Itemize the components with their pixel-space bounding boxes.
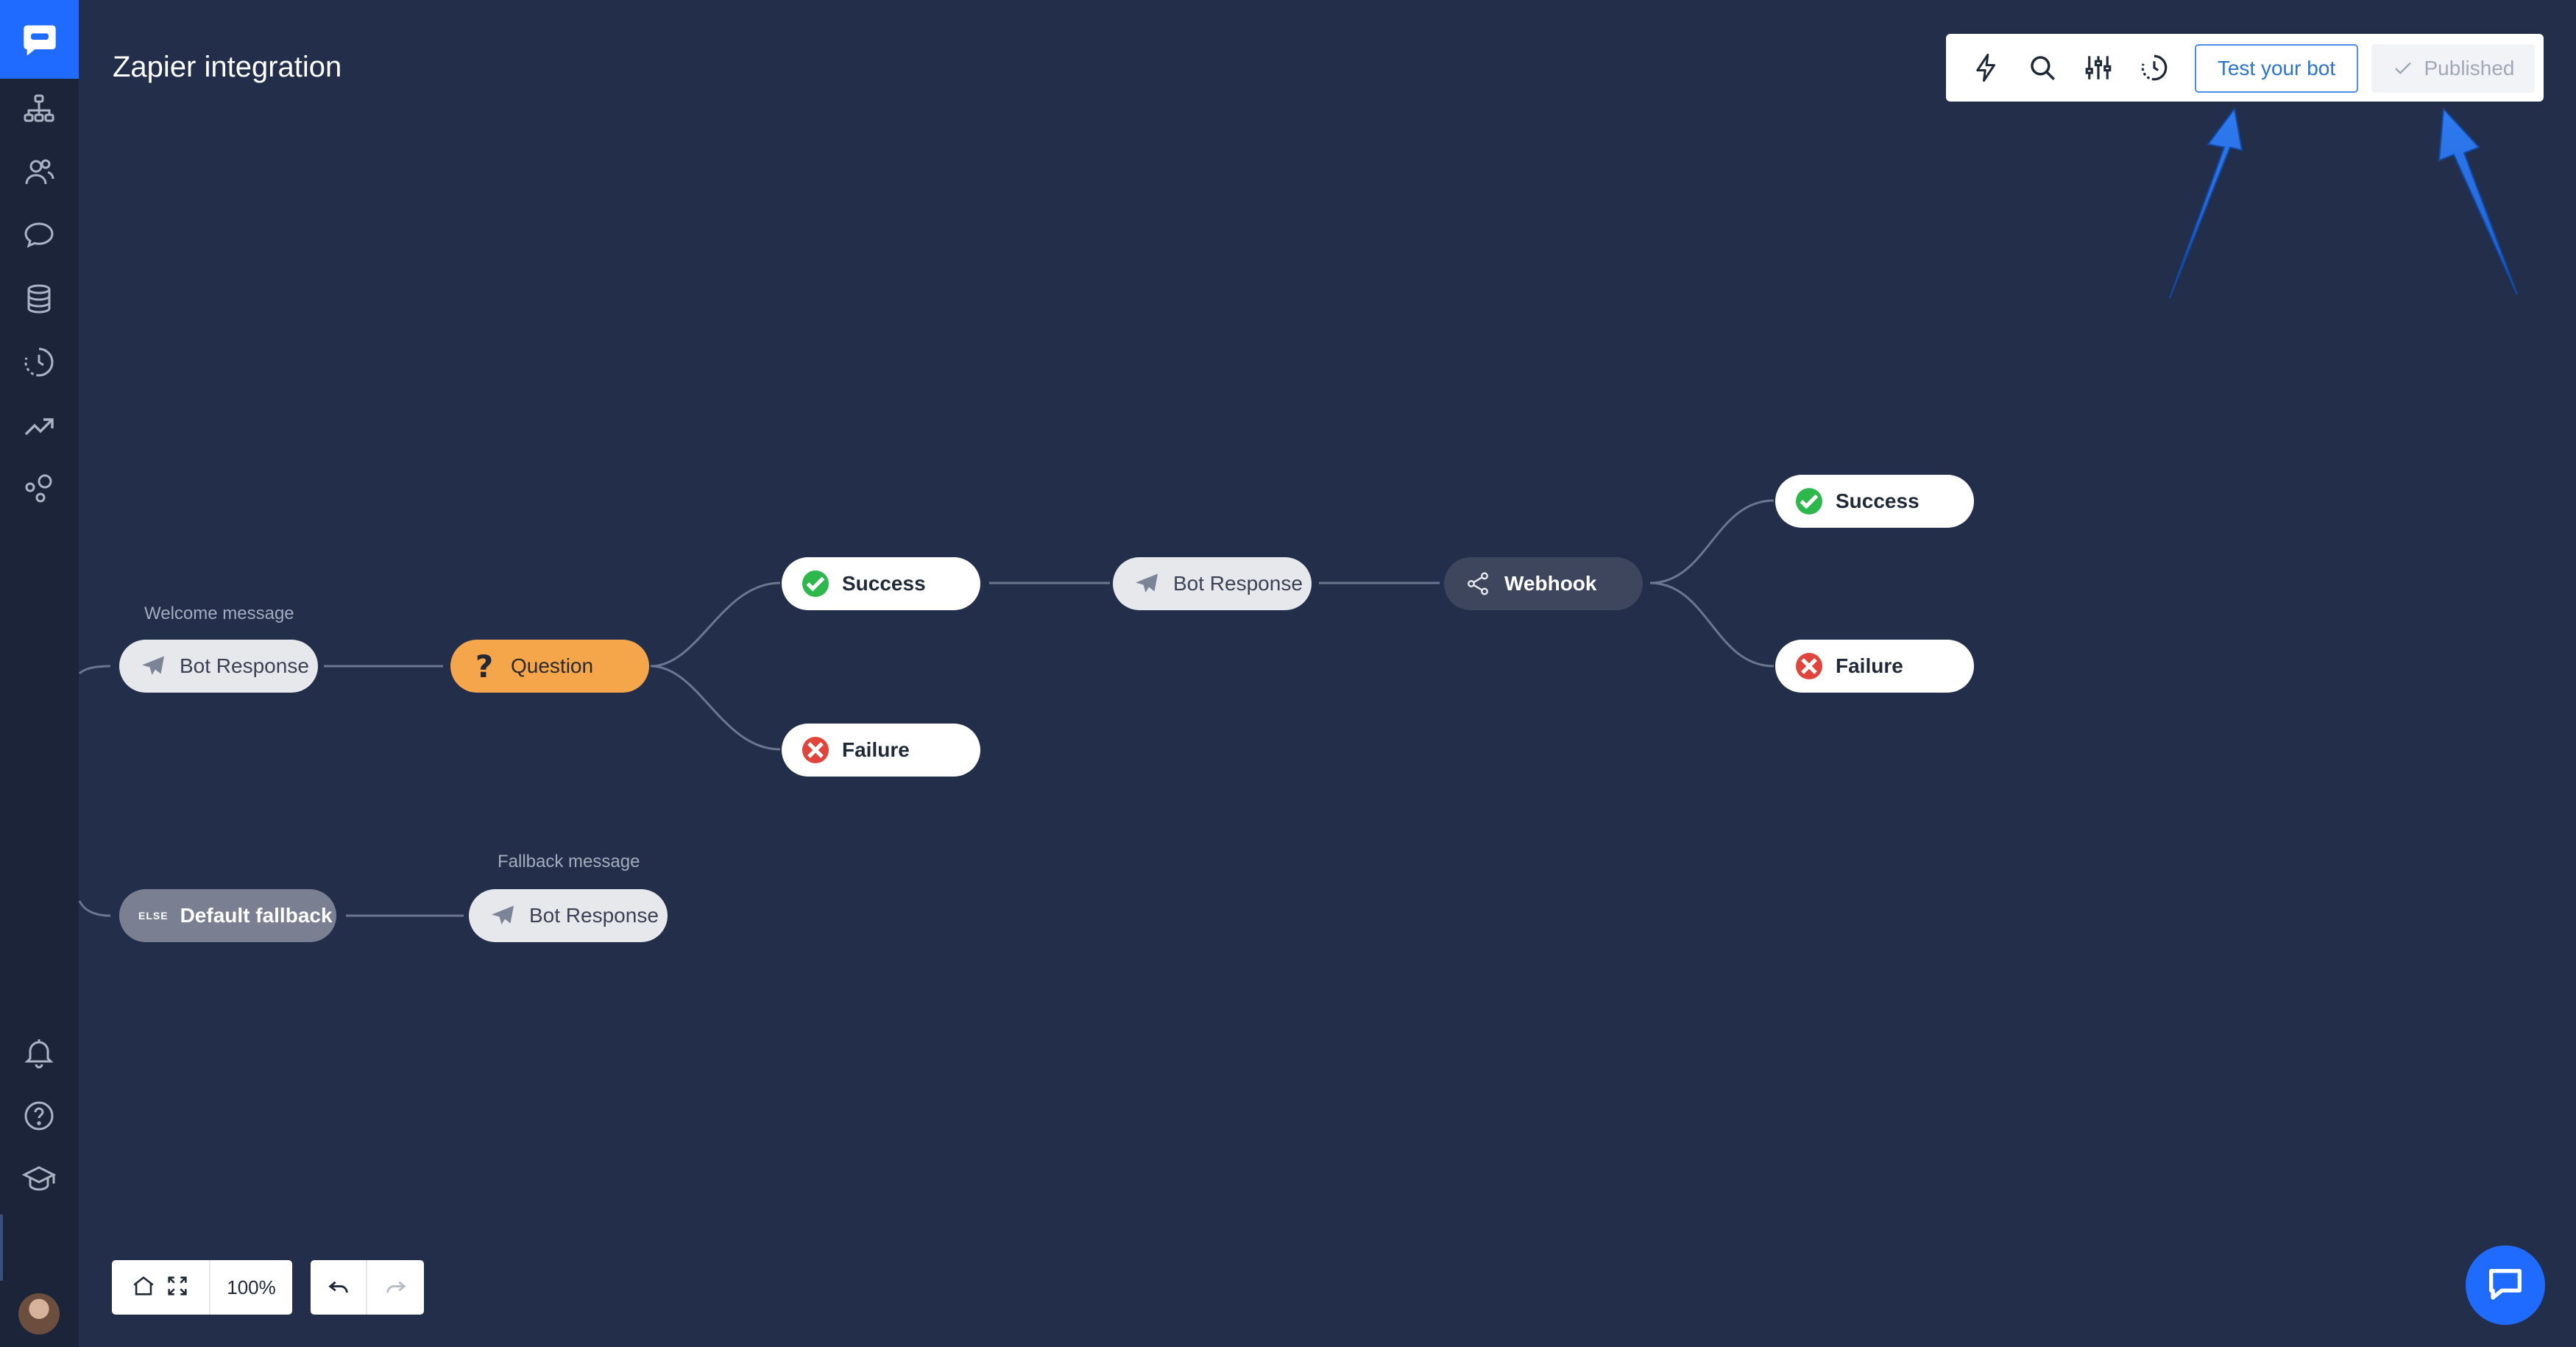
undo-button[interactable] — [311, 1260, 367, 1315]
question-mark-icon: ? — [475, 648, 494, 685]
sidebar-divider — [0, 1215, 3, 1281]
node-label: Bot Response — [1173, 572, 1303, 595]
chatbot-logo-icon[interactable] — [0, 0, 79, 79]
bot-response-node[interactable]: Bot Response — [1113, 557, 1312, 610]
redo-icon — [386, 1281, 406, 1293]
home-icon[interactable] — [131, 1273, 156, 1302]
bell-icon[interactable] — [17, 1030, 61, 1075]
history-icon[interactable] — [17, 340, 61, 384]
paper-plane-icon — [1132, 569, 1161, 598]
home-fit-group — [112, 1260, 210, 1315]
node-label: Failure — [842, 738, 910, 761]
success-node[interactable]: Success — [1775, 475, 1974, 528]
check-circle-icon — [1794, 487, 1824, 516]
published-label: Published — [2424, 57, 2515, 79]
default-fallback-node[interactable]: ELSE Default fallback — [119, 889, 336, 942]
node-label: Bot Response — [180, 654, 309, 677]
sliders-icon[interactable] — [2080, 49, 2117, 86]
integrations-icon[interactable] — [17, 467, 61, 511]
lightning-icon[interactable] — [1968, 49, 2005, 86]
sitemap-icon[interactable] — [17, 87, 61, 131]
users-icon[interactable] — [17, 150, 61, 194]
database-icon[interactable] — [17, 277, 61, 321]
history-icon[interactable] — [2136, 49, 2173, 86]
fallback-message-label: Fallback message — [498, 852, 640, 872]
history-controls — [311, 1260, 424, 1315]
undo-icon — [328, 1281, 348, 1293]
bot-response-node[interactable]: Bot Response — [469, 889, 668, 942]
check-icon — [2394, 62, 2411, 75]
check-circle-icon — [801, 569, 830, 598]
sidebar — [0, 0, 79, 1347]
test-your-bot-button[interactable]: Test your bot — [2195, 44, 2358, 93]
bot-response-node[interactable]: Bot Response — [119, 640, 318, 693]
node-label: Success — [842, 572, 926, 595]
else-tag: ELSE — [138, 910, 169, 922]
error-circle-icon — [1794, 651, 1824, 681]
chat-widget-button[interactable] — [2466, 1245, 2545, 1325]
node-label: Default fallback — [180, 904, 333, 927]
node-label: Webhook — [1504, 572, 1597, 595]
webhook-node[interactable]: Webhook — [1444, 557, 1643, 610]
question-node[interactable]: ? Question — [450, 640, 649, 693]
zoom-value: 100% — [227, 1276, 276, 1298]
node-label: Question — [511, 654, 594, 677]
chat-bubble-icon[interactable] — [17, 213, 61, 258]
view-controls: 100% — [112, 1260, 292, 1315]
node-label: Failure — [1836, 654, 1903, 677]
paper-plane-icon — [138, 651, 168, 681]
node-label: Bot Response — [529, 904, 659, 927]
avatar[interactable] — [18, 1293, 60, 1334]
fit-screen-icon[interactable] — [165, 1273, 190, 1302]
error-circle-icon — [801, 735, 830, 765]
analytics-icon[interactable] — [17, 403, 61, 448]
welcome-message-label: Welcome message — [144, 604, 294, 623]
top-toolbar: Test your bot Published — [1946, 34, 2544, 102]
page-title: Zapier integration — [113, 51, 342, 83]
help-icon[interactable] — [17, 1094, 61, 1138]
chat-icon — [2489, 1269, 2522, 1300]
share-nodes-icon — [1463, 569, 1493, 598]
node-label: Success — [1836, 489, 1919, 512]
paper-plane-icon — [488, 901, 517, 930]
zoom-level[interactable]: 100% — [210, 1260, 292, 1315]
search-icon[interactable] — [2024, 49, 2061, 86]
failure-node[interactable]: Failure — [782, 724, 980, 777]
redo-button[interactable] — [367, 1260, 424, 1315]
academy-cap-icon[interactable] — [17, 1157, 61, 1201]
published-button[interactable]: Published — [2371, 44, 2535, 93]
failure-node[interactable]: Failure — [1775, 640, 1974, 693]
success-node[interactable]: Success — [782, 557, 980, 610]
